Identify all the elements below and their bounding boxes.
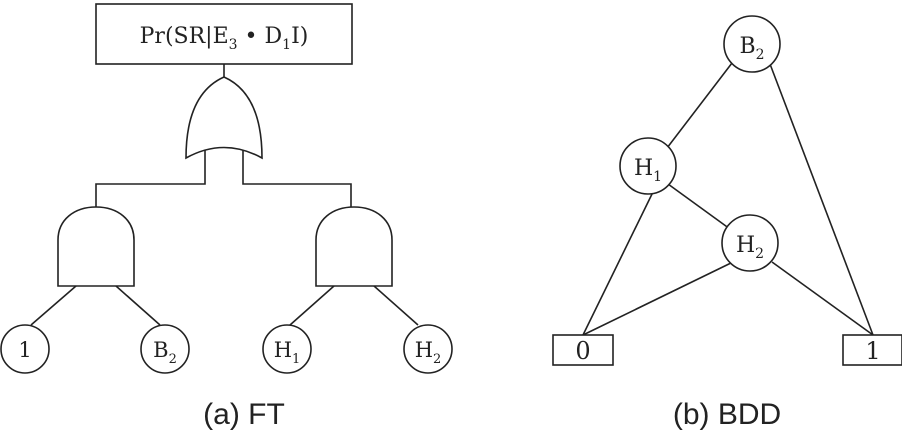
bdd-node-b2-label: B2 [739, 34, 764, 63]
bdd-terminal-zero-label: 0 [575, 337, 590, 365]
caption-ft: (a) FT [203, 398, 285, 431]
top-event-box [95, 3, 353, 65]
leaf-event-h1 [262, 324, 312, 374]
leaf-event-1-label: 1 [18, 338, 31, 362]
edge-h2-zero [582, 261, 734, 336]
leaf-event-b2-label: B2 [153, 338, 177, 367]
and-gate-right [315, 206, 393, 287]
leaf-event-1 [0, 324, 50, 374]
bdd-node-h2 [721, 214, 779, 272]
edge-h1-zero [582, 191, 654, 336]
leaf-event-h2-label: H2 [415, 338, 442, 367]
bdd-node-h1-label: H1 [634, 156, 662, 185]
bdd-terminal-one-label: 1 [865, 337, 880, 365]
wire-and-left-leaf2 [115, 285, 161, 326]
edge-b2-h1 [666, 62, 733, 149]
fault-tree: Pr(SR|E3 • D1I) 1 B2 H1 H2 (a) FT [0, 3, 453, 431]
bdd-terminal-zero [552, 334, 614, 366]
leaf-event-h2 [403, 324, 453, 374]
leaf-event-b2 [140, 324, 190, 374]
bdd-node-h2-label: H2 [736, 233, 764, 262]
edge-h1-h2 [667, 183, 731, 230]
wire-and-right-leaf4 [373, 285, 419, 326]
edge-b2-one [769, 63, 874, 336]
or-input-left-wire [95, 150, 206, 210]
leaf-event-h1-label: H1 [274, 338, 301, 367]
wire-and-right-leaf3 [289, 285, 335, 326]
bdd-node-h1 [619, 137, 677, 195]
and-gate-left [57, 206, 135, 287]
or-input-right-wire [242, 150, 352, 210]
bdd-diagram: B2 H1 H2 0 1 (b) BDD [552, 15, 902, 431]
bdd-terminal-one [842, 334, 902, 366]
top-event-label: Pr(SR|E3 • D1I) [140, 24, 309, 53]
caption-bdd: (b) BDD [673, 398, 781, 431]
wire-and-left-leaf1 [30, 285, 77, 326]
or-gate [185, 76, 263, 160]
edge-h2-one [771, 261, 874, 336]
bdd-node-b2 [723, 15, 781, 73]
